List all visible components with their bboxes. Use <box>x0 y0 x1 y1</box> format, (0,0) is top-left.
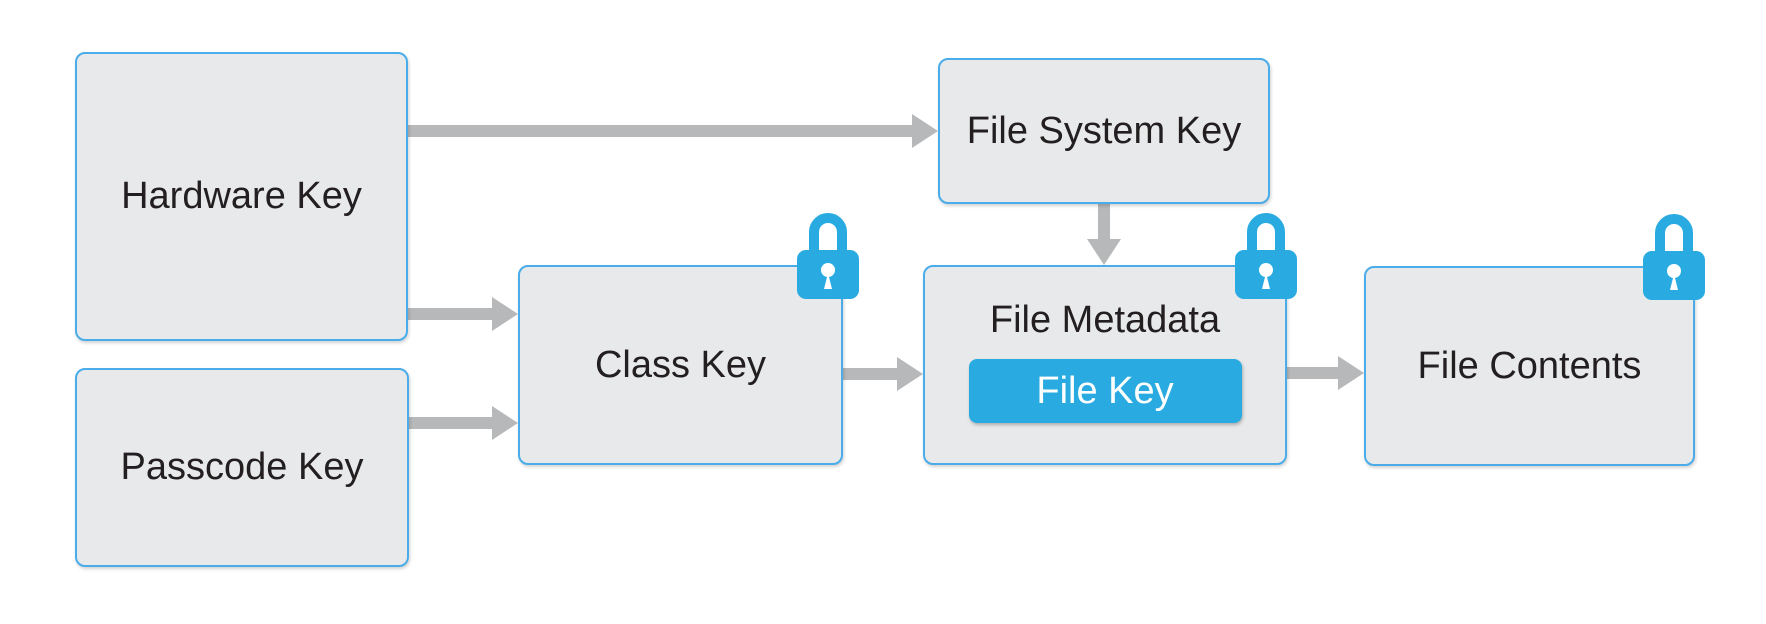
arrow-shaft <box>409 417 492 429</box>
passcode-key-label: Passcode Key <box>120 446 364 488</box>
arrow-passcode-to-classkey <box>409 406 518 440</box>
node-passcode-key: Passcode Key <box>75 368 409 567</box>
arrow-classkey-to-metadata <box>843 357 923 391</box>
arrow-shaft <box>408 125 912 137</box>
arrow-shaft <box>408 308 492 320</box>
file-metadata-label: File Metadata <box>989 299 1221 341</box>
arrow-head-icon <box>1338 356 1364 390</box>
arrow-metadata-to-contents <box>1287 356 1364 390</box>
file-key-label: File Key <box>1036 369 1174 412</box>
class-key-label: Class Key <box>594 343 767 386</box>
file-key-badge: File Key <box>968 359 1242 423</box>
arrow-head-icon <box>492 297 518 331</box>
arrow-head-icon <box>1087 239 1121 265</box>
file-contents-label: File Contents <box>1417 344 1642 387</box>
file-system-key-label: File System Key <box>966 109 1242 152</box>
node-hardware-key: Hardware Key <box>75 52 408 341</box>
node-file-metadata: File Metadata File Key <box>923 213 1297 465</box>
arrow-shaft <box>1287 367 1338 379</box>
arrow-hardware-to-filesystem <box>408 114 938 148</box>
node-file-system-key: File System Key <box>938 58 1270 204</box>
arrow-head-icon <box>492 406 518 440</box>
arrow-head-icon <box>897 357 923 391</box>
node-file-contents: File Contents <box>1364 214 1705 466</box>
node-class-key: Class Key <box>518 213 859 465</box>
lock-icon <box>1642 214 1706 301</box>
arrow-hardware-to-classkey <box>408 297 518 331</box>
arrow-filesystem-to-metadata <box>1087 204 1121 265</box>
arrow-shaft <box>1098 204 1110 239</box>
hardware-key-label: Hardware Key <box>121 175 362 217</box>
arrow-shaft <box>843 368 897 380</box>
lock-icon <box>1234 213 1298 300</box>
lock-icon <box>796 213 860 300</box>
arrow-head-icon <box>912 114 938 148</box>
